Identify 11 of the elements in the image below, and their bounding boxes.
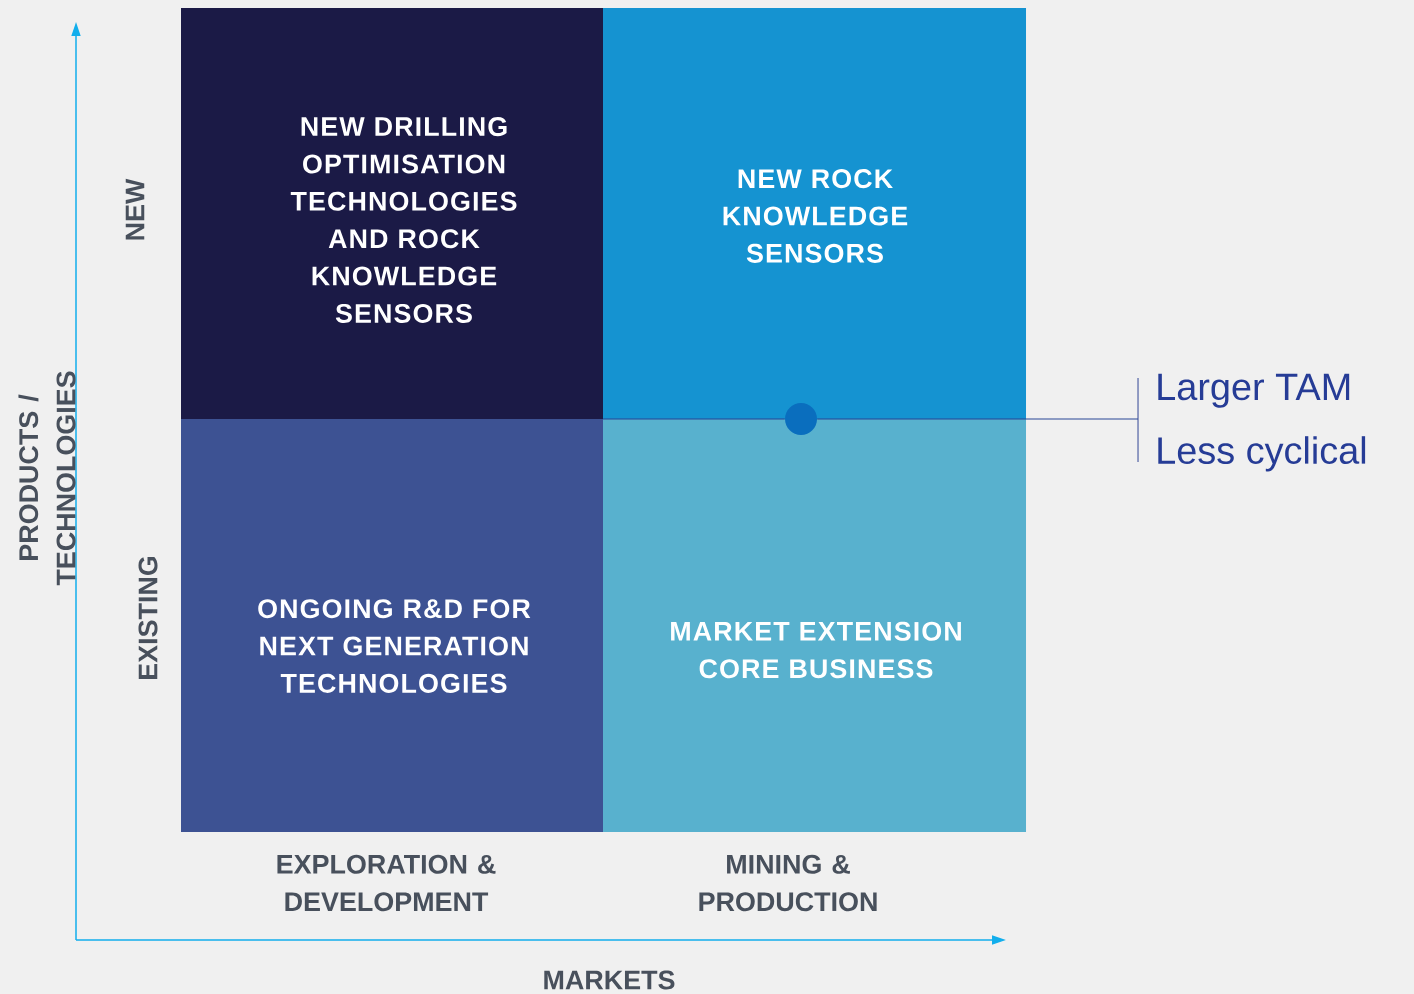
dot [785,403,817,435]
axis-label: NEW [125,178,145,240]
axis-label: MARKETS [544,970,675,990]
quadrant-box: ONGOING R&D FOR NEXT GENERATION TECHNOLOGIES [181,419,603,832]
bracket-text: Larger TAM [1158,373,1350,408]
quadrant-box: NEW DRILLING OPTIMISATION TECHNOLOGIES AND ROCK KNOWLEDGE SENSORS [181,8,603,419]
bracket-text: Less cyclical [1158,436,1366,472]
quadrant-box: MARKET EXTENSION CORE BUSINESS [603,419,1026,832]
axis-label: PRODUCTS / TECHNOLOGIES [18,371,76,586]
leader-line [816,418,1139,420]
quadrant-box: NEW ROCK KNOWLEDGE SENSORS [603,8,1026,419]
